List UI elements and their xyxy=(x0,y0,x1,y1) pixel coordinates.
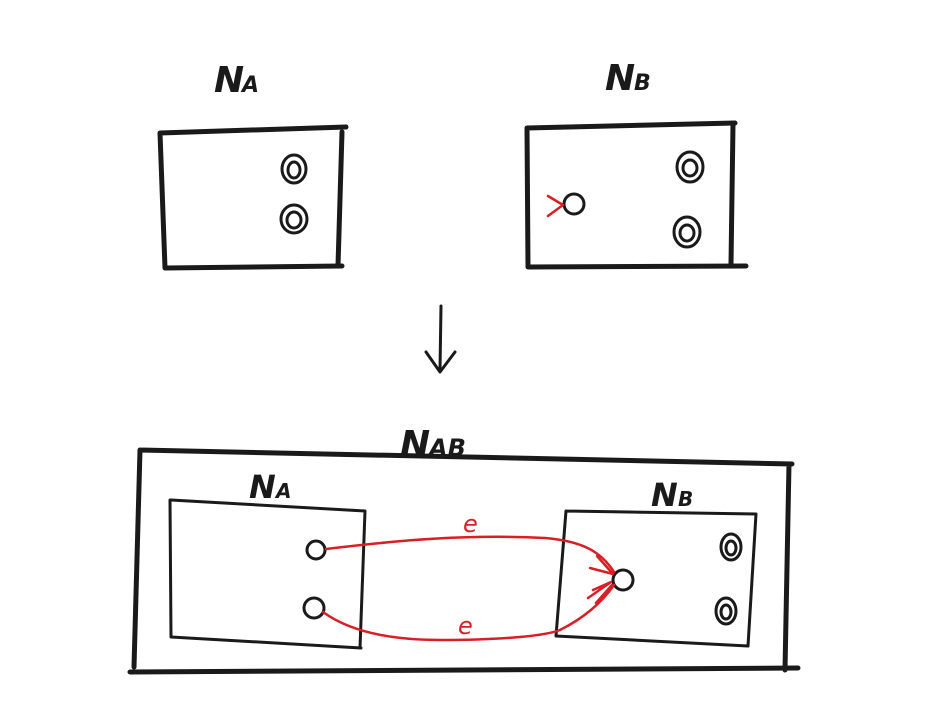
inner-net-a-label-main: N xyxy=(249,468,276,506)
inner-net-b-box xyxy=(554,509,758,648)
inner-net-b-label-sub: B xyxy=(678,487,693,511)
top-net-b-box xyxy=(524,120,749,270)
inner-net-a-label-sub: A xyxy=(274,479,291,503)
inner-net-b: N B xyxy=(554,476,758,648)
top-net-a-label-sub: A xyxy=(240,73,259,98)
edge-1: e xyxy=(324,510,616,574)
inner-net-a-box xyxy=(168,498,367,650)
combined-net-label-main: N xyxy=(400,424,430,465)
top-net-a-label-main: N xyxy=(214,60,244,101)
inner-net-a-port-1 xyxy=(305,539,327,561)
inner-net-a-port-2 xyxy=(302,596,326,620)
edge-arrowheads xyxy=(586,554,615,605)
combined-net-box xyxy=(127,447,801,675)
top-net-b-label-main: N xyxy=(605,58,635,99)
top-net-a-box xyxy=(157,124,349,271)
inner-net-b-port xyxy=(611,568,635,592)
top-net-b-output-port-1 xyxy=(675,150,705,184)
top-net-a: N A xyxy=(157,60,349,271)
inner-net-b-output-2 xyxy=(714,596,738,626)
top-net-b-input-port xyxy=(546,192,586,218)
inner-net-b-label-main: N xyxy=(651,476,678,514)
top-net-a-output-port-1 xyxy=(280,153,308,185)
edge-2: e xyxy=(321,583,616,642)
inner-net-b-output-1 xyxy=(719,532,743,562)
combined-net-ab: N A B N A N B xyxy=(127,424,801,675)
edge-1-label: e xyxy=(463,510,478,538)
edge-2-label: e xyxy=(458,612,473,640)
top-net-b: N B xyxy=(524,58,749,270)
top-net-a-output-port-2 xyxy=(279,203,309,235)
top-net-b-label-sub: B xyxy=(634,71,651,96)
top-net-b-output-port-2 xyxy=(672,215,702,249)
down-arrow-icon xyxy=(424,304,457,374)
inner-net-a: N A xyxy=(168,468,367,650)
